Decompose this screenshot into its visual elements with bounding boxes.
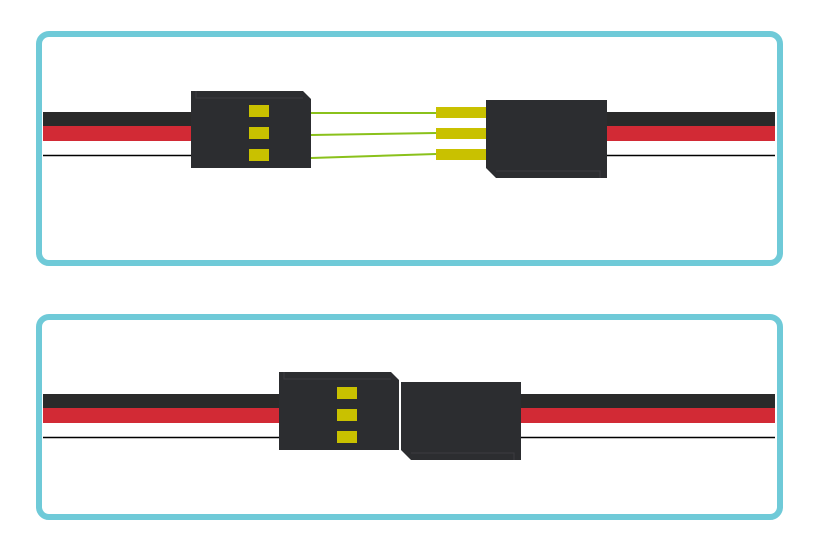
wire-white — [521, 423, 775, 437]
panel-frame — [36, 31, 783, 266]
wire-black — [521, 394, 775, 408]
female-connector — [191, 91, 311, 168]
panel-disconnected — [36, 31, 783, 266]
guide-line-2 — [310, 132, 437, 136]
guide-line-3 — [310, 153, 437, 159]
alignment-guides — [310, 112, 437, 159]
pin-2 — [436, 128, 486, 139]
wire-black — [43, 394, 279, 408]
wire-white — [43, 141, 191, 155]
housing-edge — [411, 452, 515, 460]
male-connector-housing — [486, 100, 607, 178]
wire-white — [43, 423, 279, 437]
wire-black — [607, 112, 775, 126]
socket-contact-1 — [249, 105, 269, 117]
left-servo-cable — [43, 394, 279, 439]
male-connector — [401, 382, 521, 460]
wire-white — [607, 141, 775, 155]
socket-contact-3 — [249, 149, 269, 161]
wire-red — [43, 408, 279, 423]
pin-3 — [436, 149, 486, 160]
male-connector-housing — [401, 382, 521, 460]
housing-edge — [195, 91, 303, 99]
housing-edge — [496, 170, 601, 178]
male-pins — [436, 107, 486, 160]
wire-red — [43, 126, 191, 141]
housing-edge — [283, 372, 391, 380]
pin-1 — [436, 107, 486, 118]
socket-contact-2 — [337, 409, 357, 421]
left-servo-cable — [43, 112, 191, 157]
socket-contact-3 — [337, 431, 357, 443]
male-connector — [486, 100, 607, 178]
wire-red — [521, 408, 775, 423]
panel-connected — [36, 314, 783, 520]
wire-red — [607, 126, 775, 141]
socket-contact-1 — [337, 387, 357, 399]
right-servo-cable — [521, 394, 775, 439]
socket-contact-2 — [249, 127, 269, 139]
female-connector — [279, 372, 399, 450]
panel-frame — [36, 314, 783, 520]
right-servo-cable — [607, 112, 775, 157]
wire-black — [43, 112, 191, 126]
